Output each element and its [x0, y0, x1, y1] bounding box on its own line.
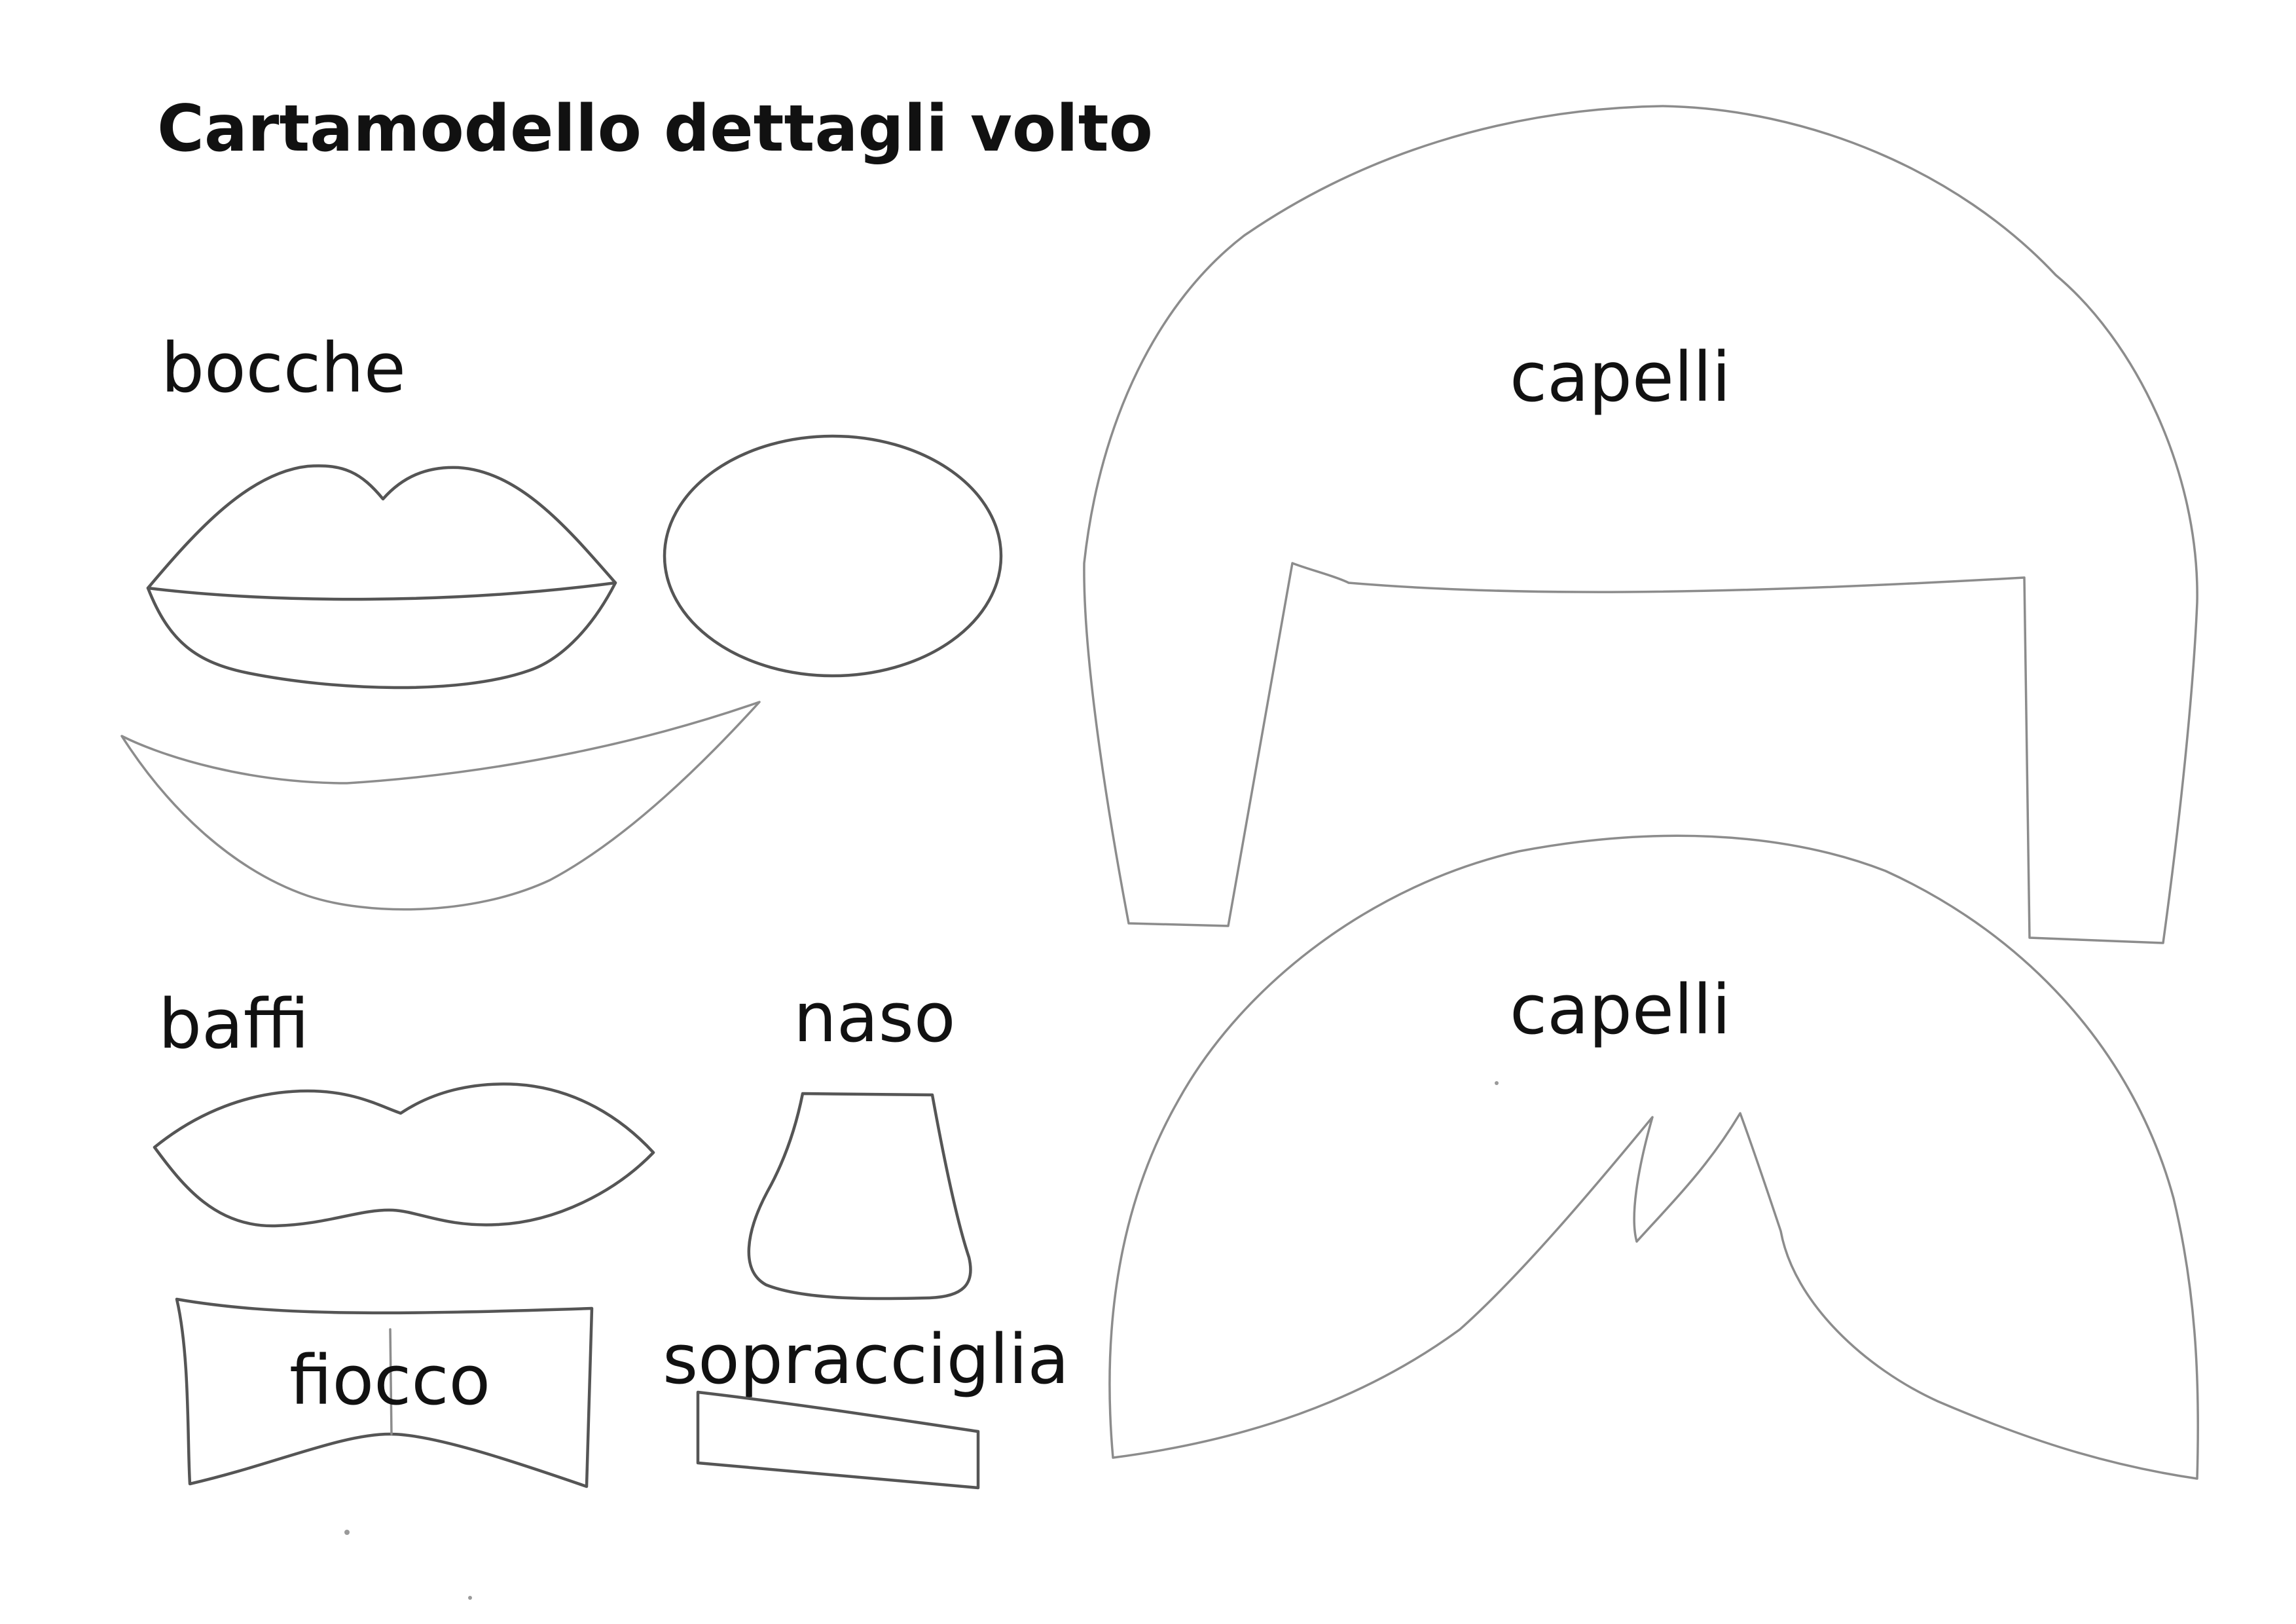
label-naso: naso	[793, 978, 956, 1058]
lips-shape	[146, 464, 617, 690]
label-capelli-bob: capelli	[1510, 337, 1731, 417]
page-title: Cartamodello dettagli volto	[157, 92, 1153, 166]
eyebrow-shape	[696, 1390, 980, 1490]
label-fiocco: fiocco	[289, 1340, 491, 1420]
smile-mouth-shape	[120, 701, 761, 911]
label-sopracciglia: sopracciglia	[663, 1320, 1070, 1399]
hair-bob-shape	[1083, 105, 2198, 944]
hair-fringe-shape	[1108, 834, 2199, 1480]
label-baffi: baffi	[158, 984, 310, 1064]
label-capelli-fringe: capelli	[1510, 970, 1731, 1050]
pencil-speck	[344, 1530, 350, 1535]
oval-mouth-shape	[663, 434, 1003, 678]
bow-shape	[175, 1297, 594, 1488]
moustache-shape	[153, 1082, 655, 1228]
nose-shape	[747, 1092, 972, 1301]
label-bocche: bocche	[161, 328, 406, 408]
pencil-speck	[468, 1596, 472, 1600]
pencil-speck	[1495, 1081, 1499, 1085]
